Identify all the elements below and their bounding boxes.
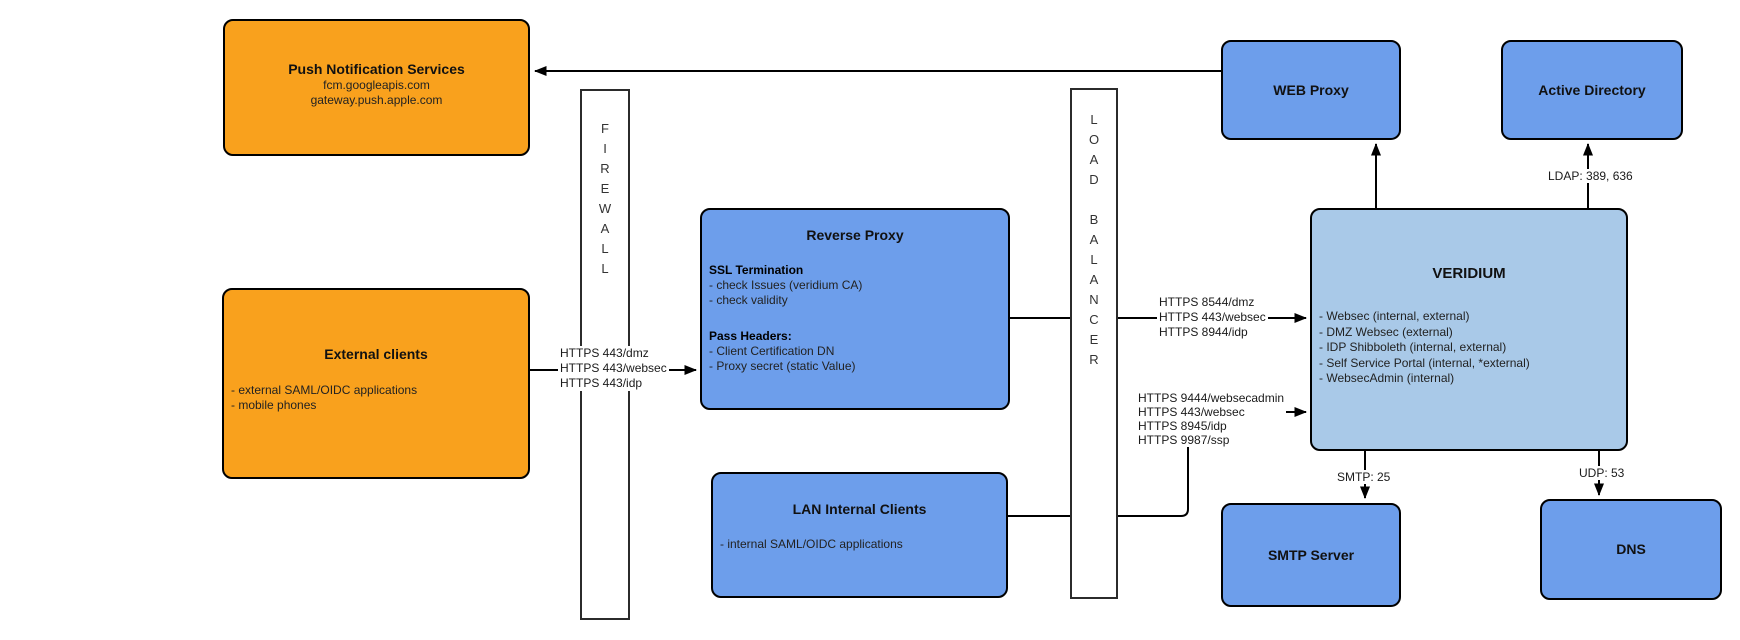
edge-label-line: HTTPS 443/idp bbox=[560, 376, 643, 390]
node-dns: DNS bbox=[1540, 499, 1722, 600]
node-title: Push Notification Services bbox=[288, 61, 465, 77]
veridium-item: - DMZ Websec (external) bbox=[1319, 324, 1453, 339]
node-title: Reverse Proxy bbox=[806, 227, 904, 243]
section-heading: SSL Termination bbox=[709, 263, 804, 277]
veridium-item: - Self Service Portal (internal, *extern… bbox=[1319, 355, 1530, 370]
veridium-item: - IDP Shibboleth (internal, external) bbox=[1319, 340, 1507, 354]
edge-label-ldap: LDAP: 389, 636 bbox=[1546, 169, 1635, 183]
edge-label-line: HTTPS 8944/idp bbox=[1159, 325, 1248, 339]
node-title: Active Directory bbox=[1538, 81, 1646, 98]
external-item: - external SAML/OIDC applications bbox=[231, 383, 418, 397]
edge-label-line: HTTPS 9444/websecadmin bbox=[1138, 391, 1285, 405]
node-title: LAN Internal Clients bbox=[792, 501, 927, 517]
veridium-item: - Websec (internal, external) bbox=[1319, 309, 1470, 323]
node-external-clients: External clients - external SAML/OIDC ap… bbox=[222, 288, 530, 479]
node-title: SMTP Server bbox=[1267, 546, 1355, 563]
edge-label-line: HTTPS 8945/idp bbox=[1138, 419, 1227, 433]
node-web-proxy: WEB Proxy bbox=[1221, 40, 1401, 140]
load-balancer-bar: LOAD BALANCER bbox=[1070, 88, 1118, 599]
edge-label-reverse-proxy-to-veridium: HTTPS 8544/dmz HTTPS 443/websec HTTPS 89… bbox=[1157, 295, 1268, 340]
node-title: DNS bbox=[1616, 541, 1646, 557]
node-push-notification-services: Push Notification Services fcm.googleapi… bbox=[223, 19, 530, 156]
lan-item: - internal SAML/OIDC applications bbox=[720, 537, 903, 551]
node-lan-internal-clients: LAN Internal Clients - internal SAML/OID… bbox=[711, 472, 1008, 598]
node-reverse-proxy: Reverse Proxy SSL Termination - check Is… bbox=[700, 208, 1010, 410]
node-smtp-server: SMTP Server bbox=[1221, 503, 1401, 607]
edge-label-lan-to-veridium: HTTPS 9444/websecadmin HTTPS 443/websec … bbox=[1136, 391, 1287, 447]
section-item: - Proxy secret (static Value) bbox=[709, 359, 856, 373]
edge-label-line: HTTPS 9987/ssp bbox=[1138, 433, 1230, 447]
veridium-item: - WebsecAdmin (internal) bbox=[1319, 371, 1455, 385]
node-title: WEB Proxy bbox=[1273, 81, 1349, 98]
node-active-directory: Active Directory bbox=[1501, 40, 1683, 140]
edge-label-external-to-reverse-proxy: HTTPS 443/dmz HTTPS 443/websec HTTPS 443… bbox=[558, 346, 669, 391]
section-item: - check validity bbox=[709, 293, 788, 307]
push-host-apple: gateway.push.apple.com bbox=[310, 93, 443, 107]
node-veridium: VERIDIUM - Websec (internal, external) -… bbox=[1310, 208, 1628, 451]
edge-label-smtp: SMTP: 25 bbox=[1335, 470, 1393, 484]
section-item: - Client Certification DN bbox=[709, 344, 835, 358]
edge-label-line: HTTPS 443/websec bbox=[1138, 405, 1245, 419]
load-balancer-label: LOAD BALANCER bbox=[1086, 112, 1102, 372]
edge-label-udp: UDP: 53 bbox=[1577, 466, 1627, 480]
edge-label-line: HTTPS 443/websec bbox=[560, 361, 667, 375]
node-title: VERIDIUM bbox=[1432, 265, 1506, 282]
edge-label-line: HTTPS 443/websec bbox=[1159, 310, 1266, 324]
push-host-fcm: fcm.googleapis.com bbox=[323, 78, 430, 92]
external-item: - mobile phones bbox=[231, 398, 317, 412]
section-item: - check Issues (veridium CA) bbox=[709, 278, 863, 292]
edge-label-line: HTTPS 443/dmz bbox=[560, 346, 649, 360]
firewall-label: FIREWALL bbox=[597, 121, 613, 281]
node-title: External clients bbox=[324, 346, 428, 362]
section-heading: Pass Headers: bbox=[709, 329, 792, 343]
edge-label-line: HTTPS 8544/dmz bbox=[1159, 295, 1255, 309]
